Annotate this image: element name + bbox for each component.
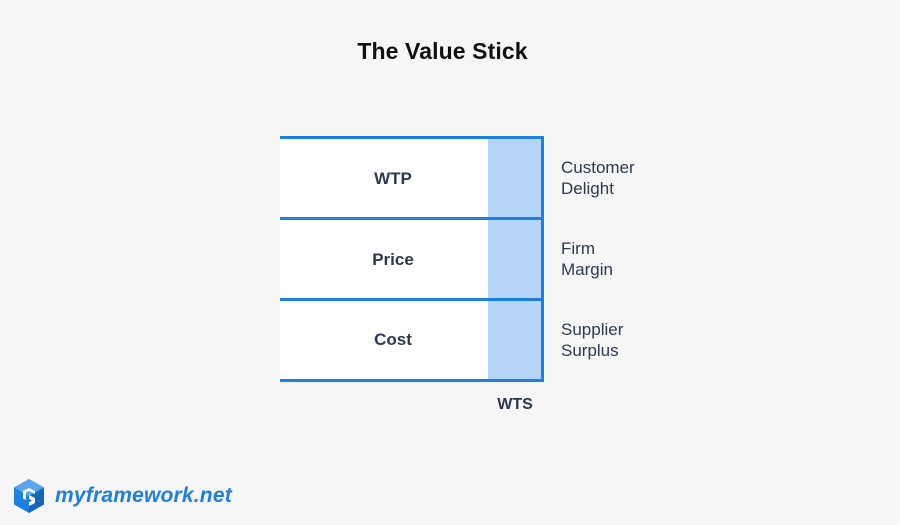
- side-label-line: Supplier: [561, 320, 624, 339]
- brand-logo[interactable]: myframework.net: [12, 478, 232, 514]
- value-stick-cells: [280, 137, 488, 381]
- wts-label: WTS: [497, 396, 533, 413]
- side-label-line: Margin: [561, 260, 613, 279]
- side-label-customer-delight: Customer Delight: [561, 157, 635, 199]
- value-stick: WTP Price Cost: [280, 136, 544, 382]
- side-label-line: Delight: [561, 179, 614, 198]
- row-label-cost: Cost: [374, 330, 412, 349]
- brand-text[interactable]: myframework.net: [55, 484, 232, 507]
- value-stick-frame: [280, 136, 544, 382]
- row-label-wtp: WTP: [374, 169, 412, 188]
- side-label-line: Firm: [561, 239, 595, 258]
- side-label-line: Surplus: [561, 341, 619, 360]
- row-label-price: Price: [372, 250, 414, 269]
- wts-column: [488, 137, 542, 381]
- side-label-firm-margin: Firm Margin: [561, 238, 613, 280]
- side-label-supplier-surplus: Supplier Surplus: [561, 319, 623, 361]
- side-label-line: Customer: [561, 158, 635, 177]
- diagram-title: The Value Stick: [357, 38, 528, 64]
- cube-logo-icon: [14, 479, 44, 513]
